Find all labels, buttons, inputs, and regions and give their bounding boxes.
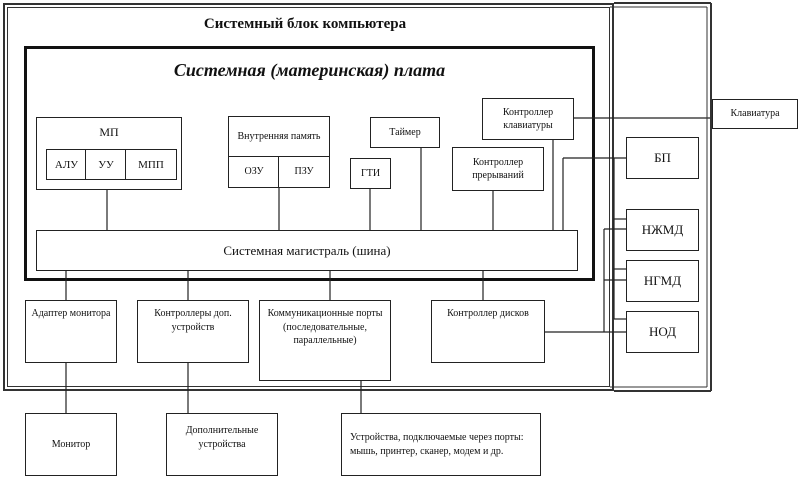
mpp-block: МПП	[125, 149, 177, 180]
fdd-block: НГМД	[626, 260, 699, 302]
interrupt-controller-block: Контроллер прерываний	[452, 147, 544, 191]
extra-devices-block: Дополнительные устройства	[166, 413, 278, 476]
system-unit-frame	[3, 3, 614, 391]
keyboard-block: Клавиатура	[712, 99, 798, 129]
motherboard-frame	[24, 46, 595, 281]
optical-drive-block: НОД	[626, 311, 699, 353]
system-unit-frame-inner	[7, 7, 610, 387]
monitor-adapter-block: Адаптер монитора	[25, 300, 117, 363]
cpu-label: МП	[99, 125, 119, 139]
comm-ports-block: Коммуникационные порты (последовательные…	[259, 300, 391, 381]
internal-memory-block: Внутренняя память	[228, 116, 330, 158]
timer-block: Таймер	[370, 117, 440, 148]
disk-controller-block: Контроллер дисков	[431, 300, 545, 363]
rom-block: ПЗУ	[278, 156, 330, 188]
keyboard-controller-block: Контроллер клавиатуры	[482, 98, 574, 140]
ram-block: ОЗУ	[228, 156, 280, 188]
clock-generator-block: ГТИ	[350, 158, 391, 189]
port-devices-block: Устройства, подключаемые через порты: мы…	[341, 413, 541, 476]
monitor-block: Монитор	[25, 413, 117, 476]
motherboard-title: Системная (материнская) плата	[173, 60, 446, 80]
power-supply-block: БП	[626, 137, 699, 179]
hdd-block: НЖМД	[626, 209, 699, 251]
system-bus: Системная магистраль (шина)	[36, 230, 578, 271]
system-unit-title: Системный блок компьютера	[203, 16, 407, 32]
extra-controllers-block: Контроллеры доп. устройств	[137, 300, 249, 363]
